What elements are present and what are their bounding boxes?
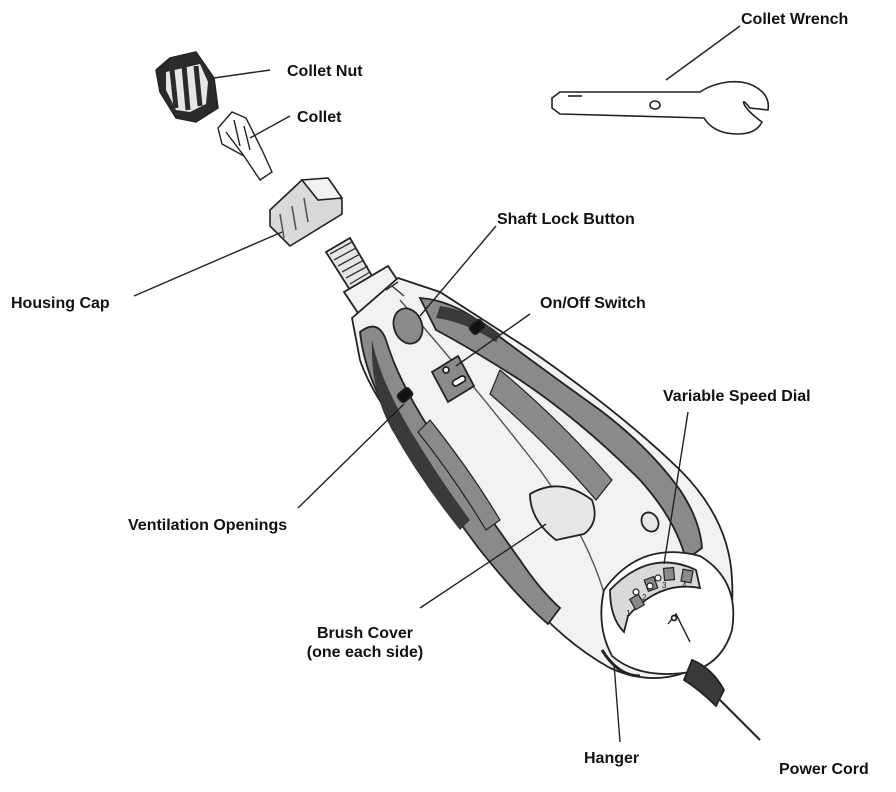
label-power-cord: Power Cord: [779, 761, 869, 778]
dial-mark-2: 2: [642, 593, 647, 602]
housing-cap: [269, 177, 344, 248]
label-collet-wrench: Collet Wrench: [741, 11, 849, 28]
tool-body: [324, 236, 761, 741]
label-brush-cover-line1: Brush Cover: [316, 625, 414, 642]
label-shaft-lock-button: Shaft Lock Button: [497, 211, 635, 228]
collet: [217, 111, 273, 181]
label-brush-cover: Brush Cover (one each side): [300, 624, 430, 662]
dial-mark-3: 3: [662, 581, 667, 590]
label-variable-speed-dial: Variable Speed Dial: [663, 388, 811, 405]
label-collet-nut: Collet Nut: [287, 63, 363, 80]
dial-number-marks: 1 2 3 4: [626, 581, 687, 618]
leader-lines: [133, 25, 741, 743]
collet-nut: [155, 51, 219, 123]
label-housing-cap: Housing Cap: [11, 295, 110, 312]
label-brush-cover-line2: (one each side): [306, 644, 424, 661]
collet-wrench: [551, 80, 770, 135]
dial-mark-4: 4: [682, 581, 687, 590]
label-collet: Collet: [297, 109, 342, 126]
speed-dial: [628, 566, 694, 611]
label-on-off-switch: On/Off Switch: [540, 295, 646, 312]
label-ventilation-openings: Ventilation Openings: [128, 517, 288, 534]
label-hanger: Hanger: [584, 750, 640, 767]
dial-mark-1: 1: [626, 609, 631, 618]
